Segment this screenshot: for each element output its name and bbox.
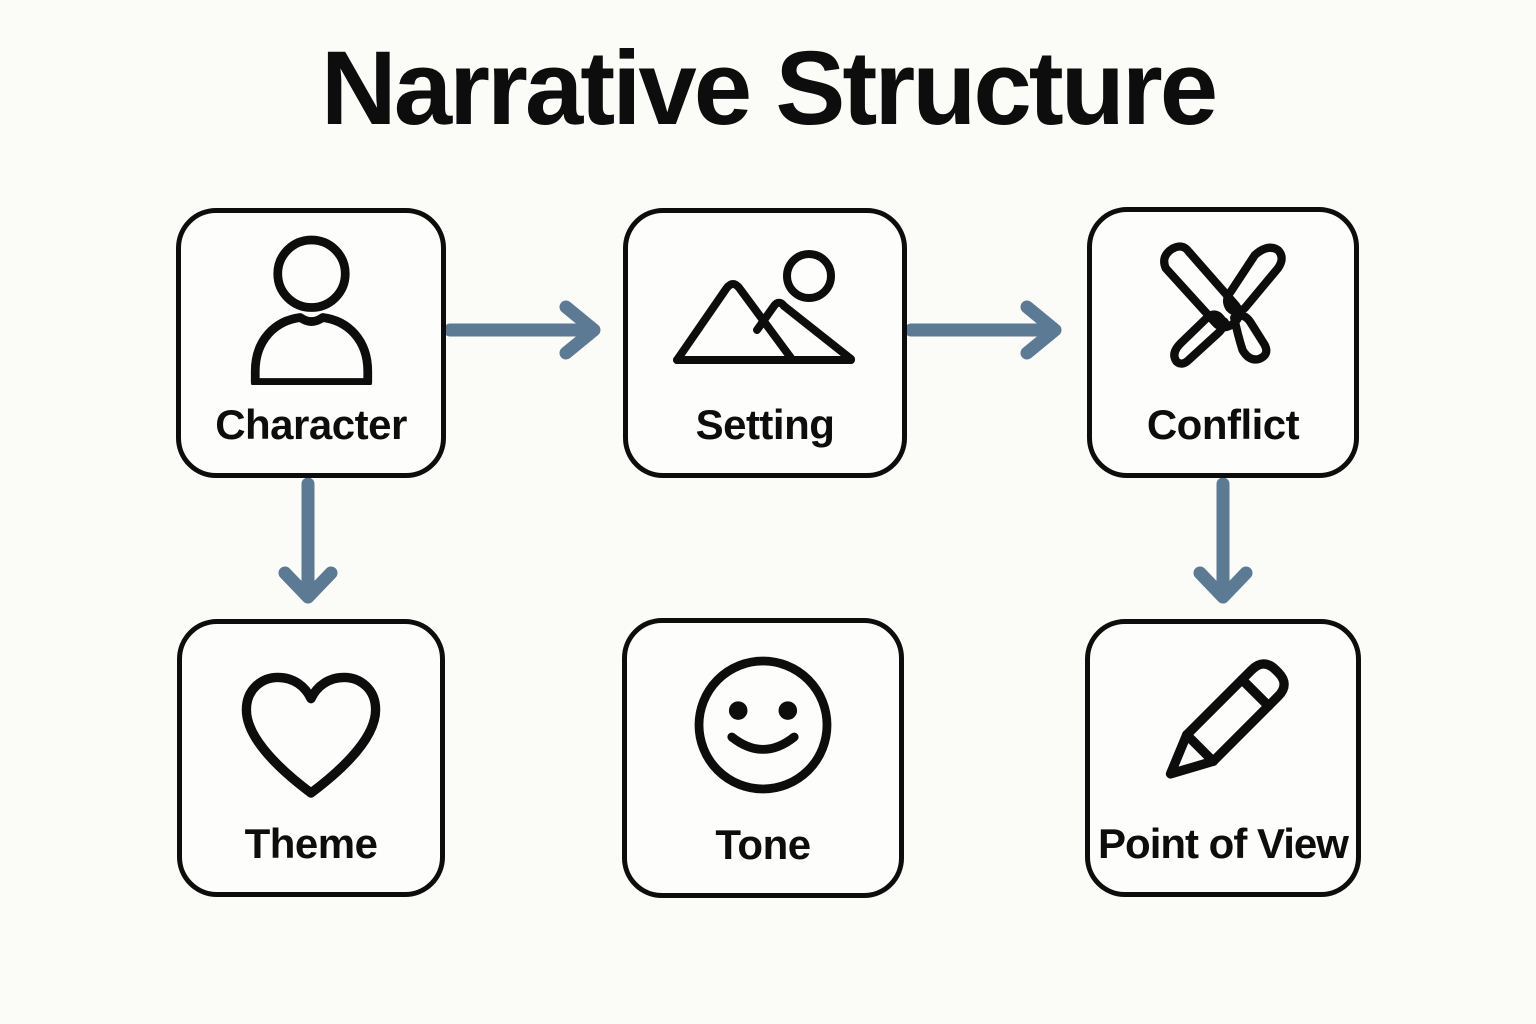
node-label: Character [215,401,407,448]
arrow-setting-to-conflict [904,300,1062,360]
page-title: Narrative Structure [320,30,1218,147]
node-label: Conflict [1146,401,1300,448]
node-character: Character [176,208,446,478]
node-theme: Theme [177,619,445,897]
arrow-character-to-theme [278,477,338,604]
node-label: Theme [244,820,378,867]
arrow-conflict-to-pov [1193,477,1253,604]
arrow-character-to-setting [443,300,601,360]
mountain-sun-icon [628,213,902,401]
pencil-icon [1090,624,1356,820]
person-icon [181,213,441,401]
node-pov: Point of View [1085,619,1361,897]
crossed-swords-icon [1092,212,1354,401]
node-tone: Tone [622,618,904,898]
node-label: Point of View [1098,820,1349,867]
node-label: Tone [715,821,811,868]
node-conflict: Conflict [1087,207,1359,478]
heart-icon [182,624,440,820]
smiley-face-icon [627,623,899,821]
node-setting: Setting [623,208,907,478]
node-label: Setting [695,401,835,448]
